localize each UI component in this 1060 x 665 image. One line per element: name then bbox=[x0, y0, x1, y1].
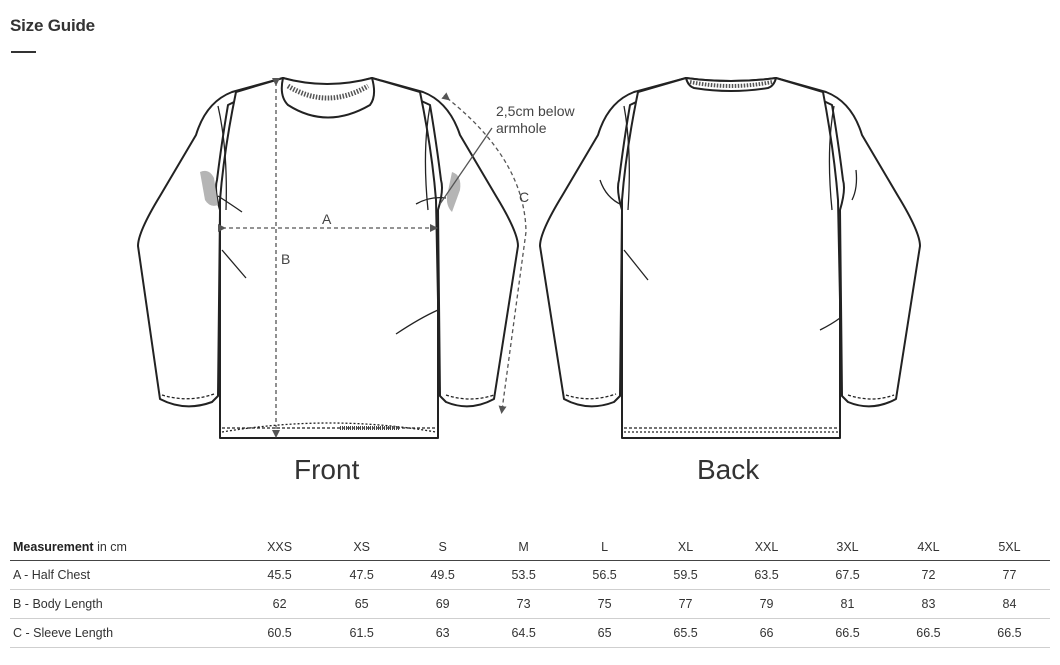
size-header: XS bbox=[321, 533, 403, 561]
table-cell: 66 bbox=[726, 618, 808, 648]
table-cell: 77 bbox=[968, 560, 1050, 590]
row-label: B - Body Length bbox=[10, 589, 238, 619]
measurement-header-unit: in cm bbox=[93, 539, 127, 554]
table-cell: 65.5 bbox=[645, 618, 727, 648]
size-diagram bbox=[137, 77, 921, 439]
armhole-pointer-line bbox=[439, 127, 493, 205]
back-right-sleeve bbox=[775, 77, 921, 408]
size-header: L bbox=[564, 533, 646, 561]
back-view-label: Back bbox=[697, 454, 760, 485]
table-cell: 53.5 bbox=[483, 560, 565, 590]
table-cell: 47.5 bbox=[321, 560, 403, 590]
table-cell: 60.5 bbox=[238, 618, 322, 648]
size-header: XXL bbox=[726, 533, 808, 561]
table-cell: 45.5 bbox=[238, 560, 322, 590]
table-cell: 56.5 bbox=[564, 560, 646, 590]
table-cell: 64.5 bbox=[483, 618, 565, 648]
table-cell: 67.5 bbox=[807, 560, 888, 590]
table-cell: 75 bbox=[564, 589, 646, 619]
back-shirt-drawing bbox=[539, 77, 921, 439]
front-shirt-drawing bbox=[137, 77, 519, 439]
table-cell: 77 bbox=[645, 589, 727, 619]
table-cell: 66.5 bbox=[807, 618, 888, 648]
back-collar bbox=[685, 77, 777, 92]
table-cell: 61.5 bbox=[321, 618, 403, 648]
table-row: A - Half Chest 45.5 47.5 49.5 53.5 56.5 … bbox=[10, 560, 1050, 590]
row-label: C - Sleeve Length bbox=[10, 618, 238, 648]
table-cell: 72 bbox=[887, 560, 969, 590]
title-underline bbox=[11, 51, 36, 53]
table-cell: 65 bbox=[564, 618, 646, 648]
size-header: 3XL bbox=[807, 533, 888, 561]
page-title: Size Guide bbox=[10, 16, 95, 35]
size-header: XXS bbox=[238, 533, 322, 561]
size-header: 5XL bbox=[968, 533, 1050, 561]
back-details bbox=[565, 105, 895, 433]
table-cell: 66.5 bbox=[887, 618, 969, 648]
measurement-header: Measurement in cm bbox=[10, 533, 238, 561]
table-cell: 63.5 bbox=[726, 560, 808, 590]
armhole-note: 2,5cm below armhole bbox=[496, 103, 596, 137]
table-cell: 65 bbox=[321, 589, 403, 619]
armhole-note-line-2: armhole bbox=[496, 120, 547, 136]
table-cell: 84 bbox=[968, 589, 1050, 619]
table-cell: 73 bbox=[483, 589, 565, 619]
table-row: C - Sleeve Length 60.5 61.5 63 64.5 65 6… bbox=[10, 618, 1050, 648]
size-header: 4XL bbox=[887, 533, 969, 561]
table-cell: 62 bbox=[238, 589, 322, 619]
front-left-sleeve bbox=[137, 77, 284, 408]
back-left-sleeve bbox=[539, 77, 687, 408]
table-cell: 81 bbox=[807, 589, 888, 619]
table-row: B - Body Length 62 65 69 73 75 77 79 81 … bbox=[10, 589, 1050, 619]
size-header: M bbox=[483, 533, 565, 561]
sleeve-length-line bbox=[441, 92, 527, 414]
back-body bbox=[621, 77, 841, 439]
table-cell: 69 bbox=[402, 589, 484, 619]
table-cell: 79 bbox=[726, 589, 808, 619]
front-body bbox=[219, 77, 439, 439]
table-cell: 59.5 bbox=[645, 560, 727, 590]
size-table: Measurement in cm XXS XS S M L XL XXL 3X… bbox=[10, 533, 1050, 648]
front-details bbox=[161, 105, 495, 433]
marker-b: B bbox=[281, 251, 291, 267]
table-header-row: Measurement in cm XXS XS S M L XL XXL 3X… bbox=[10, 533, 1050, 561]
table-cell: 49.5 bbox=[402, 560, 484, 590]
size-header: S bbox=[402, 533, 484, 561]
armhole-note-line-1: 2,5cm below bbox=[496, 103, 575, 119]
size-header: XL bbox=[645, 533, 727, 561]
table-cell: 83 bbox=[887, 589, 969, 619]
marker-a: A bbox=[322, 211, 332, 227]
front-armhole-left-shade bbox=[200, 170, 218, 206]
measurement-header-bold: Measurement bbox=[13, 539, 94, 554]
marker-c: C bbox=[519, 189, 530, 205]
table-cell: 66.5 bbox=[968, 618, 1050, 648]
row-label: A - Half Chest bbox=[10, 560, 238, 590]
table-cell: 63 bbox=[402, 618, 484, 648]
front-view-label: Front bbox=[294, 454, 360, 485]
